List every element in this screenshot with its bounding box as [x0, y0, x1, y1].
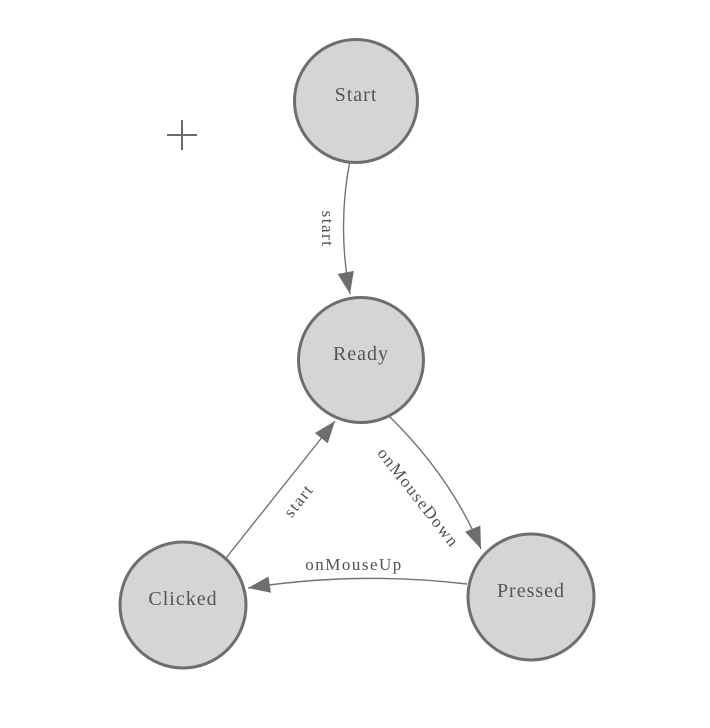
state-label: Pressed [497, 580, 565, 602]
transition-label: start [318, 211, 337, 248]
transition-pressed-to-clicked[interactable]: onMouseUp [247, 555, 468, 593]
state-node-start[interactable]: Start [293, 38, 419, 164]
state-label: Start [335, 84, 378, 106]
transition-label: start [280, 480, 318, 521]
state-label: Clicked [148, 588, 217, 610]
state-circle[interactable] [297, 296, 425, 424]
transition-clicked-to-ready[interactable]: start [225, 420, 336, 559]
state-label: Ready [333, 343, 389, 365]
state-node-ready[interactable]: Ready [297, 296, 425, 424]
state-circle[interactable] [118, 540, 248, 670]
transition-label: onMouseDown [373, 444, 463, 551]
state-node-pressed[interactable]: Pressed [466, 532, 596, 662]
state-circle[interactable] [466, 532, 596, 662]
origin-crosshair-icon [167, 120, 197, 150]
transition-ready-to-pressed[interactable]: onMouseDown [373, 415, 482, 551]
state-node-clicked[interactable]: Clicked [118, 540, 248, 670]
transition-path[interactable] [247, 576, 468, 593]
state-circle[interactable] [293, 38, 419, 164]
transition-label: onMouseUp [305, 555, 403, 574]
transition-start-to-ready[interactable]: start [318, 159, 354, 295]
transition-path[interactable] [337, 159, 354, 295]
transition-path[interactable] [225, 420, 336, 559]
transition-path[interactable] [388, 415, 482, 550]
